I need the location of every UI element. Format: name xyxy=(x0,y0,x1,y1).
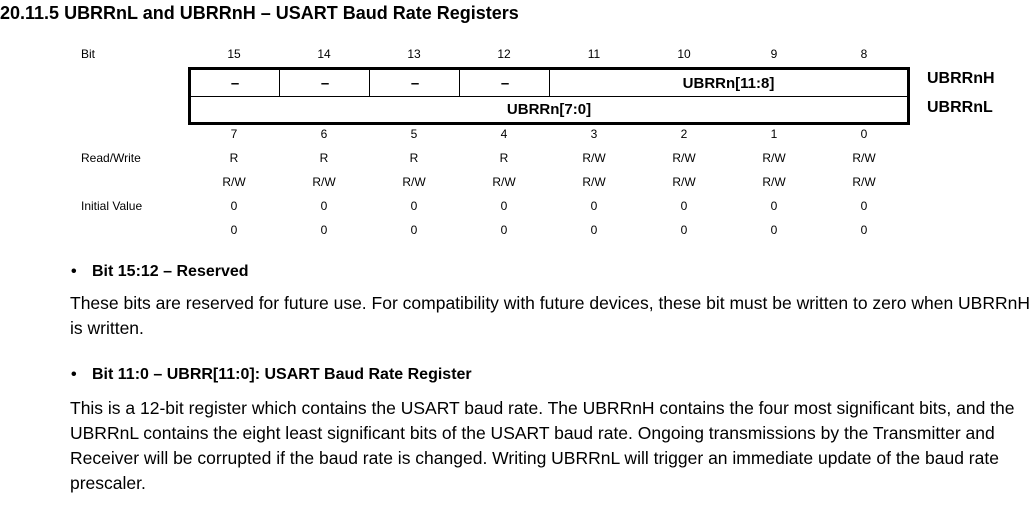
field-divider xyxy=(549,70,550,96)
initial-value: 0 xyxy=(680,199,688,213)
bit-number: 12 xyxy=(497,47,511,61)
read-write-label: Read/Write xyxy=(81,151,141,165)
initial-value: 0 xyxy=(320,223,328,237)
reserved-field: – xyxy=(230,74,240,92)
initial-value: 0 xyxy=(770,199,778,213)
reserved-field: – xyxy=(500,74,510,92)
bit-number: 14 xyxy=(317,47,331,61)
section-heading-text: Bit 15:12 – Reserved xyxy=(92,263,249,280)
bullet-icon: • xyxy=(71,263,77,280)
bit-number: 0 xyxy=(860,127,868,141)
field-divider xyxy=(279,70,280,96)
section-heading: • Bit 15:12 – Reserved xyxy=(71,263,249,281)
access-value: R xyxy=(499,151,509,165)
access-value: R/W xyxy=(582,151,606,165)
bit-number: 5 xyxy=(410,127,418,141)
ubrr-low-field: UBRRn[7:0] xyxy=(506,101,592,118)
access-value: R/W xyxy=(672,151,696,165)
initial-value: 0 xyxy=(770,223,778,237)
field-divider xyxy=(369,70,370,96)
bit-number: 1 xyxy=(770,127,778,141)
ubrr-high-field: UBRRn[11:8] xyxy=(682,74,775,92)
access-value: R/W xyxy=(852,151,876,165)
access-value: R/W xyxy=(852,175,876,189)
initial-value: 0 xyxy=(590,223,598,237)
access-value: R xyxy=(229,151,239,165)
initial-value: 0 xyxy=(680,223,688,237)
bit-number: 13 xyxy=(407,47,421,61)
bit-label: Bit xyxy=(81,47,96,61)
initial-value: 0 xyxy=(860,223,868,237)
field-divider xyxy=(459,70,460,96)
initial-value: 0 xyxy=(320,199,328,213)
section-heading-text: Bit 11:0 – UBRR[11:0]: USART Baud Rate R… xyxy=(92,366,472,383)
section-title: 20.11.5 UBRRnL and UBRRnH – USART Baud R… xyxy=(0,3,519,23)
initial-value: 0 xyxy=(500,223,508,237)
bit-number: 2 xyxy=(680,127,688,141)
bit-number: 3 xyxy=(590,127,598,141)
section-paragraph: This is a 12-bit register which contains… xyxy=(70,398,1015,493)
initial-value: 0 xyxy=(410,223,418,237)
register-name-low: UBRRnL xyxy=(927,99,993,116)
access-value: R/W xyxy=(672,175,696,189)
bit-number: 9 xyxy=(770,47,778,61)
bit-number: 15 xyxy=(227,47,241,61)
initial-value-label: Initial Value xyxy=(81,199,143,213)
initial-value: 0 xyxy=(230,223,238,237)
access-value: R/W xyxy=(492,175,516,189)
access-value: R xyxy=(319,151,329,165)
bit-number: 8 xyxy=(860,47,868,61)
register-name-high: UBRRnH xyxy=(927,70,995,87)
initial-value: 0 xyxy=(230,199,238,213)
bullet-icon: • xyxy=(71,366,77,383)
initial-value: 0 xyxy=(590,199,598,213)
bit-number: 10 xyxy=(677,47,691,61)
access-value: R/W xyxy=(222,175,246,189)
access-value: R/W xyxy=(762,151,786,165)
bit-number: 11 xyxy=(587,47,601,61)
access-value: R/W xyxy=(312,175,336,189)
register-box-low: UBRRn[7:0] xyxy=(188,96,910,125)
bit-number: 7 xyxy=(230,127,238,141)
register-box-high: – – – – UBRRn[11:8] xyxy=(188,67,910,97)
section-paragraph: These bits are reserved for future use. … xyxy=(70,293,1030,338)
reserved-field: – xyxy=(410,74,420,92)
initial-value: 0 xyxy=(860,199,868,213)
bit-number: 6 xyxy=(320,127,328,141)
access-value: R/W xyxy=(762,175,786,189)
reserved-field: – xyxy=(320,74,330,92)
bit-number: 4 xyxy=(500,127,508,141)
access-value: R xyxy=(409,151,419,165)
initial-value: 0 xyxy=(410,199,418,213)
access-value: R/W xyxy=(582,175,606,189)
initial-value: 0 xyxy=(500,199,508,213)
access-value: R/W xyxy=(402,175,426,189)
section-heading: • Bit 11:0 – UBRR[11:0]: USART Baud Rate … xyxy=(71,366,472,384)
